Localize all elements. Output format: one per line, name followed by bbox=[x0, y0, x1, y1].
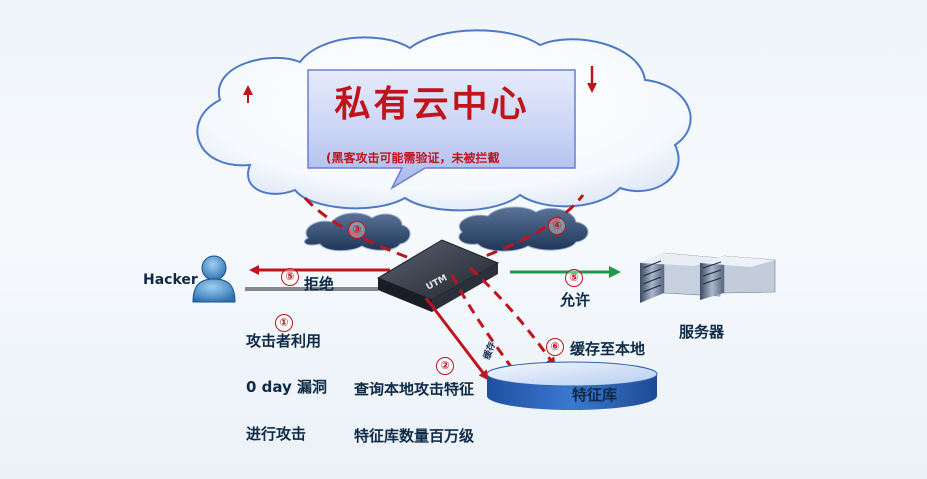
database-side-text: 缓存 bbox=[481, 340, 498, 361]
query-arrow bbox=[424, 297, 489, 381]
reject-label: 拒绝 bbox=[304, 275, 335, 293]
hacker-label: Hacker bbox=[143, 272, 198, 288]
allow-label: 允许 bbox=[560, 291, 591, 309]
step1-line-3: 进行攻击 bbox=[246, 425, 307, 443]
server-rack-icon bbox=[640, 252, 776, 303]
step5-reject-number: ⑤ bbox=[281, 268, 299, 286]
hacker-person-icon bbox=[192, 255, 236, 303]
callout-box bbox=[307, 69, 576, 190]
step3-number: ③ bbox=[348, 221, 366, 239]
step6-label: 缓存至本地 bbox=[570, 340, 646, 358]
step1-line-2: 0 day 漏洞 bbox=[246, 378, 328, 396]
feature-database bbox=[486, 361, 658, 410]
step5-allow-number: ⑤ bbox=[565, 269, 583, 287]
step4-number: ④ bbox=[548, 217, 566, 235]
callout-subtext: (黑客攻击可能需验证，未被拦截 bbox=[326, 152, 500, 165]
step6-number: ⑥ bbox=[546, 338, 564, 356]
utm-device: UTM bbox=[376, 239, 500, 312]
database-label: 特征库 bbox=[572, 386, 618, 404]
step2-line-1: 查询本地攻击特征 bbox=[354, 382, 475, 397]
callout-title: 私有云中心 bbox=[334, 83, 530, 125]
step3-dashed-line bbox=[303, 196, 421, 264]
cache-dashed-line-a bbox=[450, 274, 517, 373]
step2-number: ② bbox=[436, 357, 454, 375]
small-cloud-right bbox=[458, 206, 589, 252]
step1-number: ① bbox=[275, 314, 293, 332]
step1-line-1: 攻击者利用 bbox=[246, 332, 322, 350]
step2-line-2: 特征库数量百万级 bbox=[354, 427, 475, 445]
server-label: 服务器 bbox=[679, 323, 725, 341]
